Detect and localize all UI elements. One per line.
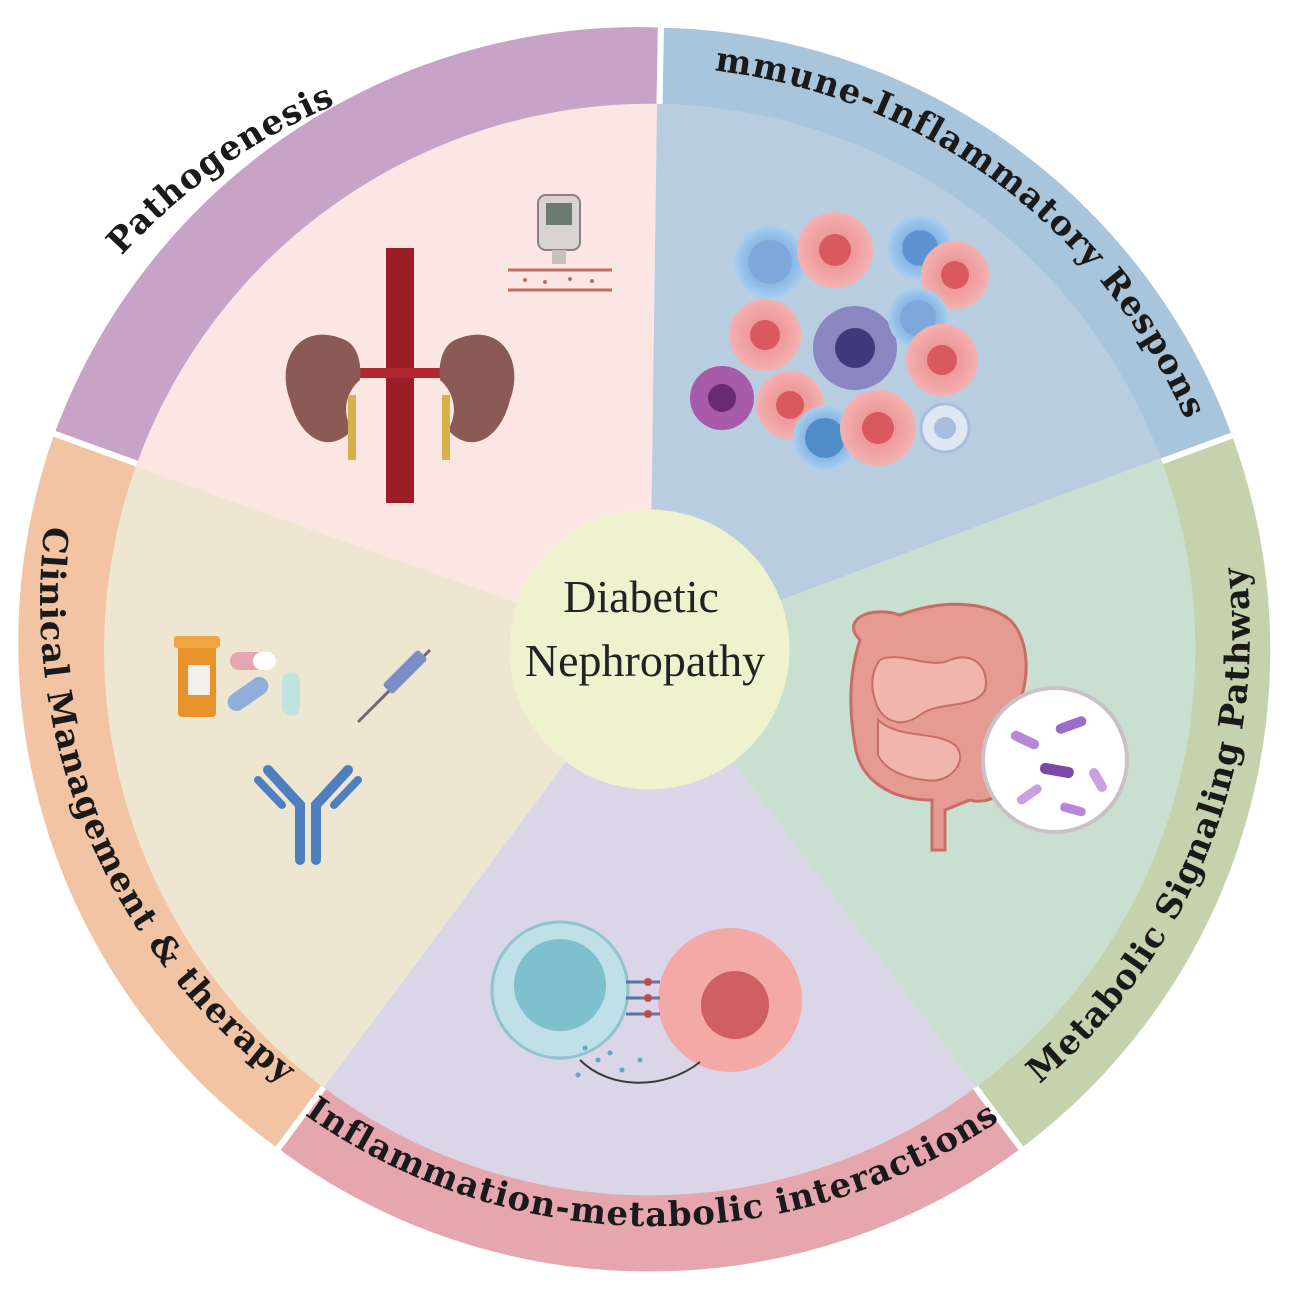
center-title-line1: Diabetic — [563, 571, 719, 622]
capsule-icon — [282, 672, 300, 716]
ureter-left — [348, 395, 356, 460]
immune-cells-illustration — [690, 212, 989, 470]
kidney-right-icon — [439, 334, 515, 443]
center-circle — [509, 509, 790, 790]
intestine-illustration — [849, 602, 1028, 852]
kidney-left-icon — [285, 334, 361, 443]
renal-artery — [332, 368, 468, 378]
center-title-line2: Nephropathy — [525, 635, 765, 686]
ureter-right — [442, 395, 450, 460]
microbiome-magnifier-icon — [981, 686, 1129, 834]
cell-interaction-illustration — [490, 920, 802, 1084]
capsule-icon — [227, 676, 269, 712]
wedge-interactions — [323, 649, 976, 1196]
glucometer-icon — [508, 194, 612, 292]
kidney-illustration — [285, 248, 515, 503]
medication-illustration — [174, 636, 432, 865]
antibody-icon — [254, 765, 362, 865]
